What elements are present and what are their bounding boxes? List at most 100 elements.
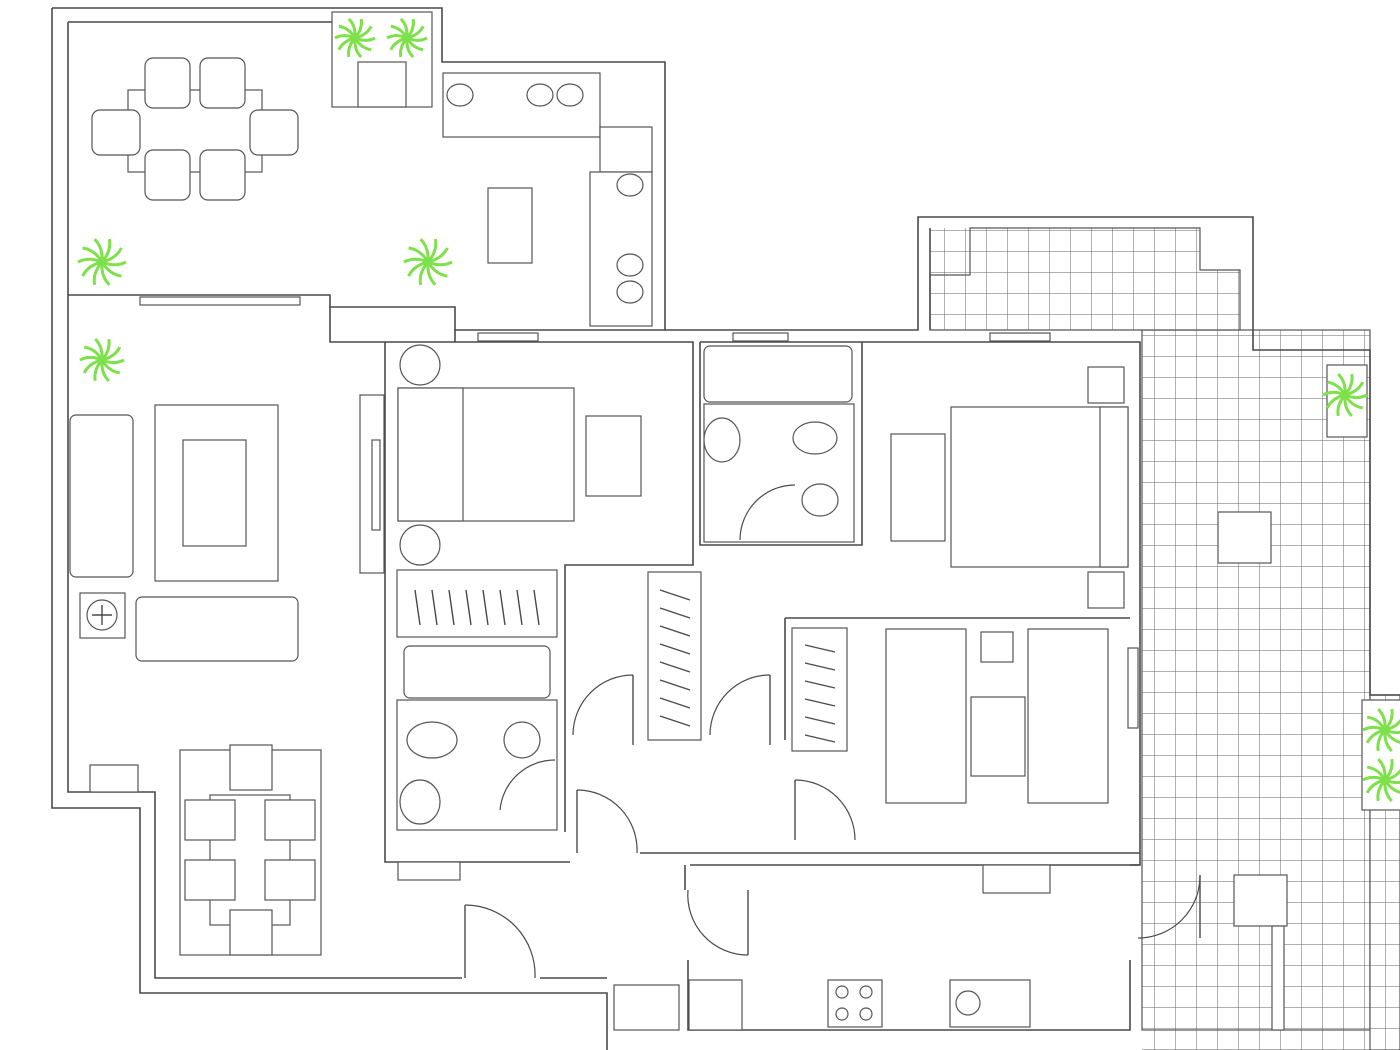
nightstand-lamp <box>399 344 441 386</box>
plant-leaf <box>427 247 449 264</box>
door-swing-icon <box>572 674 634 736</box>
hanger <box>804 698 836 707</box>
window <box>989 332 1051 342</box>
chair-icon <box>199 57 246 109</box>
washbasin-icon <box>399 779 441 825</box>
inner-wall <box>67 22 462 979</box>
rug <box>970 696 1026 777</box>
door-swing-icon <box>794 779 856 841</box>
bathtub-icon <box>703 345 853 403</box>
hanger <box>448 589 455 626</box>
chair-icon <box>229 909 273 956</box>
bidet-icon <box>801 483 839 517</box>
chair-icon <box>184 799 236 841</box>
plant-icon <box>1322 373 1368 417</box>
terrace-table <box>1233 874 1288 927</box>
hanger <box>659 625 691 637</box>
plant-leaf <box>82 358 103 374</box>
bed-icon <box>1027 628 1109 804</box>
chair-icon <box>144 57 191 109</box>
hanger <box>659 715 691 727</box>
terrace-rail <box>1271 925 1285 1031</box>
bidet-icon <box>503 721 541 759</box>
hanger <box>533 589 540 626</box>
terrace-tiles-top <box>929 227 1241 331</box>
rug <box>890 433 946 542</box>
coffee-table <box>182 439 247 547</box>
sofa-icon <box>135 596 299 662</box>
cushion <box>446 83 474 107</box>
plant-leaf <box>406 25 425 40</box>
sofa-icon <box>69 414 134 578</box>
plant-leaf <box>407 260 429 277</box>
plant-leaf <box>77 257 103 264</box>
hanger <box>482 589 489 626</box>
door-swing-icon <box>739 484 796 541</box>
door-swing-icon <box>499 759 556 811</box>
outer-wall <box>52 7 1400 696</box>
toilet-icon <box>406 721 458 759</box>
cushion <box>616 280 644 304</box>
plant-leaf <box>354 25 373 40</box>
chair-icon <box>91 109 141 156</box>
plant-leaf <box>81 260 103 277</box>
wall-bathroom-1 <box>699 341 863 546</box>
wall-niche <box>397 861 461 881</box>
chair-icon <box>184 859 236 901</box>
toilet-icon <box>792 421 838 455</box>
coffee-table <box>487 187 533 264</box>
tv <box>371 439 381 531</box>
hanger <box>659 679 691 691</box>
plant-icon <box>403 238 453 286</box>
wall-bedroom-1 <box>385 341 694 832</box>
wardrobe-icon <box>791 627 848 752</box>
wall-niche <box>89 764 139 793</box>
hanger <box>414 589 421 626</box>
appliance <box>688 979 743 1031</box>
hanger <box>659 661 691 673</box>
hanger <box>804 716 836 725</box>
sofa-icon <box>589 171 653 327</box>
plant-leaf <box>79 355 103 362</box>
hanger <box>659 643 691 655</box>
window <box>139 296 301 306</box>
plant-leaf <box>1384 718 1400 732</box>
nightstand <box>1087 571 1125 609</box>
burner <box>859 1007 873 1021</box>
burner <box>835 985 849 999</box>
burner <box>835 1007 849 1021</box>
nightstand <box>980 631 1014 663</box>
hanger <box>659 697 691 709</box>
chair-icon <box>199 149 246 201</box>
chair-icon <box>144 149 191 201</box>
cushion <box>526 83 554 107</box>
plant-leaf <box>101 247 123 264</box>
chair-icon <box>229 744 273 791</box>
hanger <box>516 589 523 626</box>
plant-icon <box>386 17 428 59</box>
hanger <box>804 644 836 653</box>
outer-wall <box>51 8 608 1050</box>
hanger <box>804 680 836 689</box>
wardrobe-icon <box>647 571 702 741</box>
burner <box>859 985 873 999</box>
hanger <box>465 589 472 626</box>
door-swing-icon <box>464 904 536 979</box>
rug <box>585 415 642 497</box>
hanger <box>804 734 836 743</box>
plant-leaf <box>403 257 429 264</box>
wardrobe-icon <box>396 569 558 638</box>
chair-icon <box>264 859 316 901</box>
kitchen-wall <box>687 960 1131 1031</box>
hanger <box>659 589 691 601</box>
door-swing-icon <box>709 674 771 736</box>
door-swing-icon <box>576 789 638 854</box>
hanger <box>659 607 691 619</box>
nightstand-lamp <box>399 524 441 566</box>
bed-icon <box>950 406 1129 568</box>
plant-leaf <box>1384 768 1400 782</box>
hanger <box>499 589 506 626</box>
washbasin-icon <box>703 417 741 463</box>
counter <box>613 984 680 1031</box>
cooktop-icon <box>827 979 883 1028</box>
